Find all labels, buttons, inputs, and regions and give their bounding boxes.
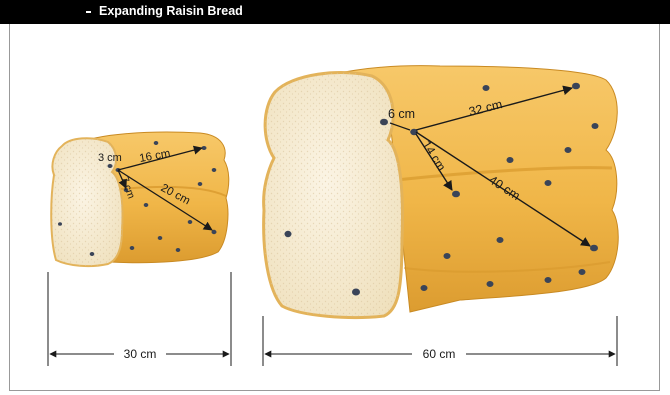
large-label-short: 6 cm	[388, 107, 415, 121]
small-width-label: 30 cm	[124, 347, 157, 361]
large-loaf-crumb-texture	[264, 73, 403, 318]
raisin	[285, 231, 292, 237]
small-label-short: 3 cm	[98, 152, 122, 164]
raisin	[572, 83, 580, 90]
raisin	[188, 220, 193, 224]
raisin	[58, 222, 62, 226]
raisin	[545, 277, 552, 283]
large-width-label: 60 cm	[423, 347, 456, 361]
raisin	[497, 237, 504, 243]
raisin	[130, 246, 135, 250]
raisin	[198, 182, 203, 186]
raisin	[144, 203, 149, 207]
raisin	[158, 236, 163, 240]
raisin	[592, 123, 599, 129]
raisin	[108, 164, 113, 168]
raisin	[590, 245, 598, 252]
raisin	[202, 146, 207, 150]
raisin	[483, 85, 490, 91]
raisin	[380, 119, 388, 126]
raisin	[565, 147, 572, 153]
raisin	[421, 285, 428, 291]
raisin	[352, 289, 360, 296]
raisin	[212, 168, 217, 172]
small-loaf: 3 cm 16 cm 20 cm 7 cm	[51, 132, 229, 266]
raisin	[212, 230, 217, 234]
raisin	[154, 141, 159, 145]
raisin	[487, 281, 494, 287]
raisin	[579, 269, 586, 275]
raisin	[90, 252, 95, 256]
large-loaf: 6 cm 32 cm 40 cm 14 cm	[264, 66, 619, 318]
raisin	[444, 253, 451, 259]
raisin	[507, 157, 514, 163]
raisin	[545, 180, 552, 186]
raisin	[176, 248, 181, 252]
raisin	[452, 191, 460, 198]
